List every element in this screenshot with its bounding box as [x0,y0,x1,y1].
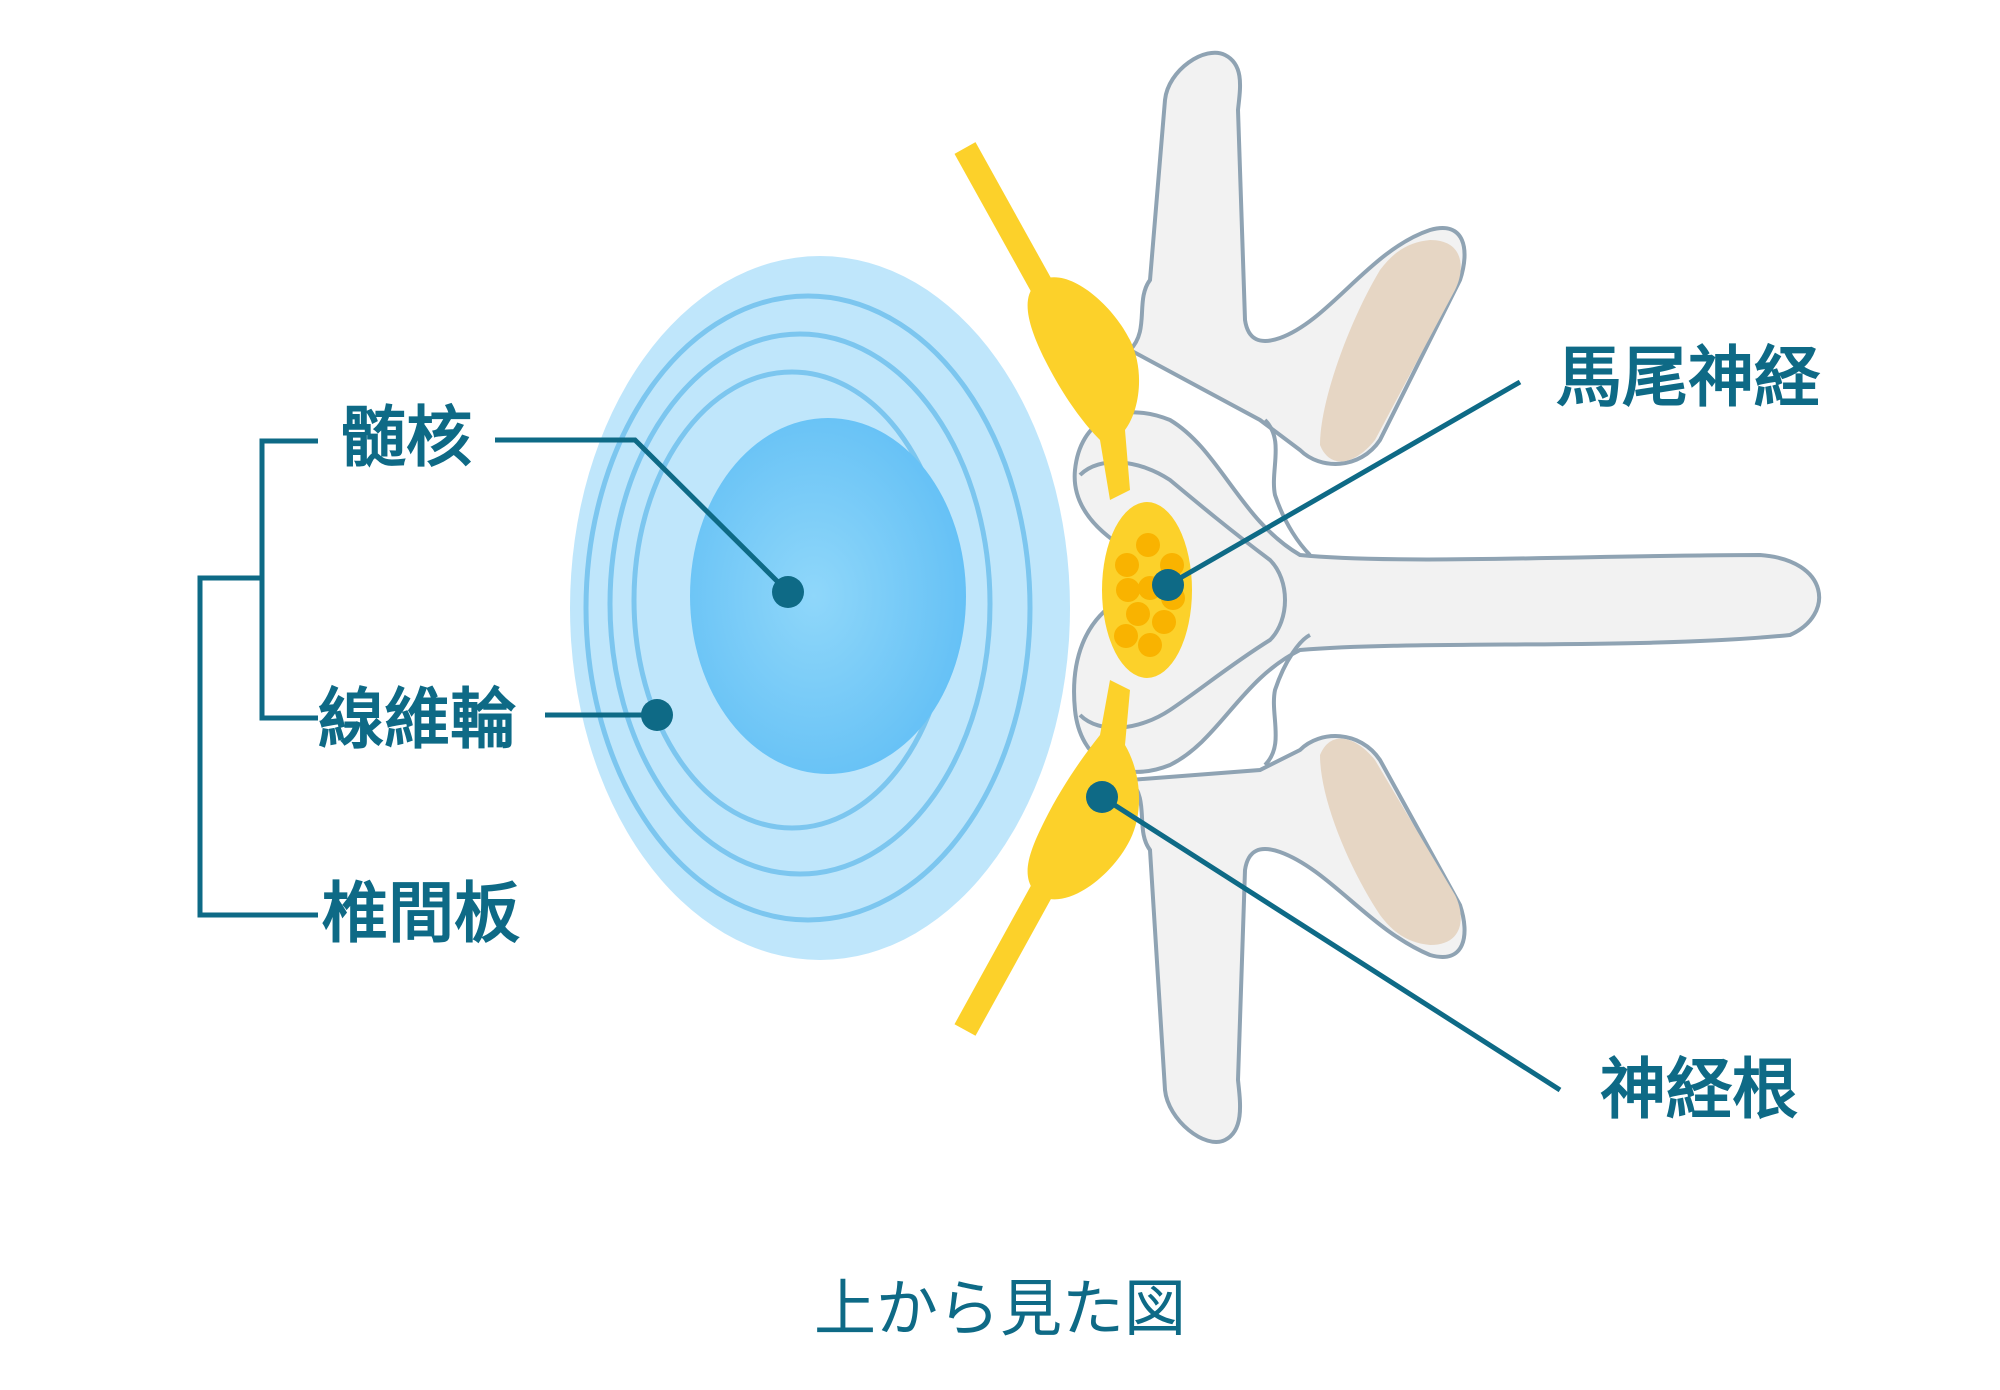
lower-nerve-ganglion [1027,680,1140,900]
facet-lower [1320,738,1461,945]
annulus-ring-2 [607,331,993,877]
lower-nerve-root-line [954,879,1056,1036]
nucleus-leader-line [495,437,790,594]
label-cauda-equina: 馬尾神経 [1556,339,1821,416]
cauda-equina-fibers [1114,533,1185,657]
nerve-root-pointer-dot [1086,781,1118,813]
nerves [954,142,1192,1036]
nucleus-pointer-dot [772,576,804,608]
intervertebral-disc [570,256,1070,960]
vertebra [1072,50,1822,1144]
diagram-caption: 上から見た図 [814,1272,1186,1345]
vertebra-inner-line-lower [1263,633,1312,767]
cauda-equina-leader-line [1166,379,1522,588]
vertebra-inner-line-upper [1263,418,1312,557]
disc-bracket-inner [259,438,318,721]
nucleus-pulposus-core [690,418,966,774]
label-nucleus-pulposus: 髄核 [340,399,472,476]
facet-upper [1320,240,1461,462]
cauda-equina-pointer-dot [1152,569,1184,601]
label-nerve-root: 神経根 [1600,1051,1798,1128]
upper-nerve-root-line [954,142,1056,298]
annulus-ring-1 [583,293,1033,923]
annulus-pointer-dot [641,699,673,731]
spinal-canal-outline [1078,460,1287,730]
disc-bracket-outer [197,575,318,918]
nerve-root-leader-line [1100,794,1562,1093]
upper-nerve-ganglion [1027,277,1140,500]
label-intervertebral-disc: 椎間板 [322,875,520,952]
label-annulus-fibrosus: 線維輪 [318,681,516,758]
vertebra-body [1072,410,1822,774]
